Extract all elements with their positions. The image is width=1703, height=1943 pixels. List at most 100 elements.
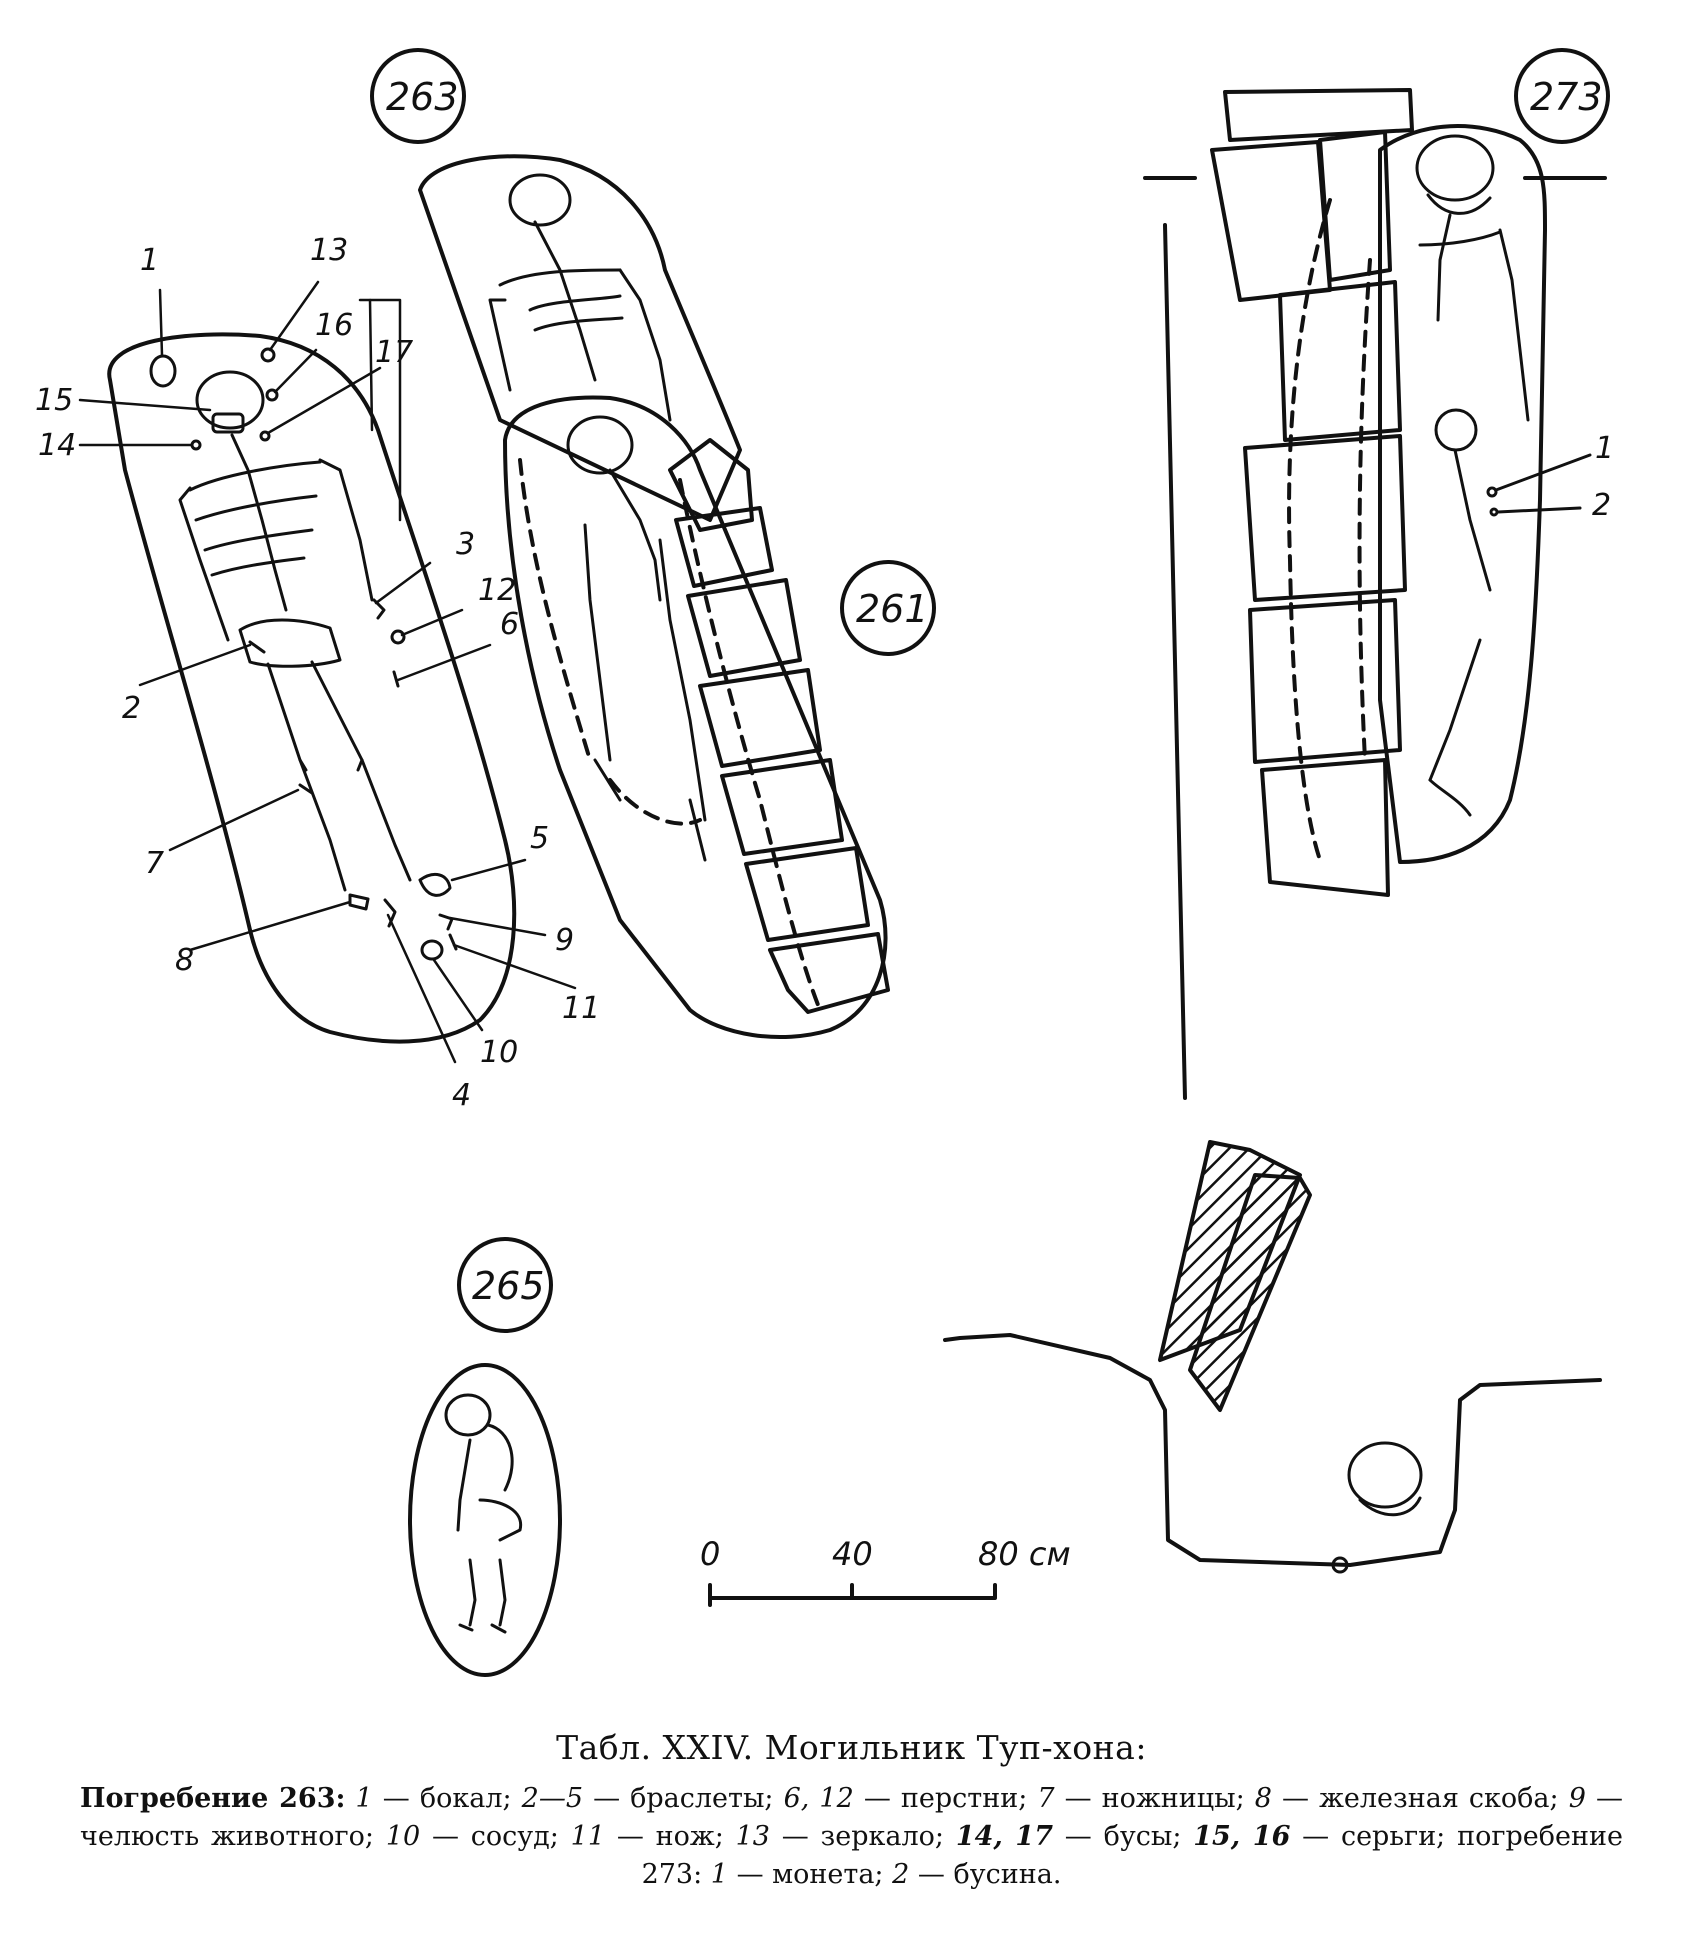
grave-265-number: 265 xyxy=(472,1264,545,1308)
find-1-goblet xyxy=(149,354,177,388)
grave-261-skeleton xyxy=(566,415,707,862)
caption-item: — сосуд; xyxy=(431,1821,559,1852)
label-263-16: 16 xyxy=(315,308,353,343)
label-263-8: 8 xyxy=(175,943,194,978)
find-17-beads xyxy=(259,430,271,442)
caption-item: — бусы; xyxy=(1064,1821,1182,1852)
caption-item: — бусина. xyxy=(917,1859,1062,1890)
grave-273-skeleton xyxy=(1415,134,1530,817)
caption-num: 11 xyxy=(570,1821,606,1852)
caption-item: — железная скоба; xyxy=(1282,1783,1559,1814)
grave-273-plan: 1 2 273 xyxy=(1143,48,1614,1100)
find-5-bracelet xyxy=(418,872,452,897)
grave-273-pit-outline xyxy=(1378,124,1547,864)
find-2-bracelet xyxy=(248,640,266,654)
caption-item: — монета; xyxy=(736,1859,884,1890)
grave-261-upper-pit xyxy=(418,154,742,522)
scale-tick-0: 0 xyxy=(700,1535,720,1573)
label-263-9: 9 xyxy=(555,923,574,958)
grave-273-section xyxy=(943,1140,1602,1574)
label-263-1: 1 xyxy=(140,243,159,278)
grave-265-skeleton xyxy=(444,1393,523,1634)
grave-261-number-circle xyxy=(840,560,936,656)
caption-num: 7 xyxy=(1037,1783,1055,1814)
section-vertical-line xyxy=(1163,223,1187,1100)
grave-263-labels: 1 2 3 4 5 6 7 8 9 10 11 12 13 14 15 16 1… xyxy=(35,75,600,1113)
section-find xyxy=(1331,1556,1349,1574)
caption-num: 10 xyxy=(385,1821,421,1852)
caption-num: 6, 12 xyxy=(783,1783,854,1814)
grave-273-dashed-outline xyxy=(1287,198,1372,862)
find-10-vessel xyxy=(420,939,444,961)
find-8-iron-bracket xyxy=(348,893,370,911)
find-7-scissors xyxy=(298,783,314,795)
label-263-6: 6 xyxy=(500,607,519,642)
caption-item: — перстни; xyxy=(863,1783,1028,1814)
caption-item: — серьги; xyxy=(1302,1821,1446,1852)
grave-261-plan: 261 xyxy=(503,395,936,1040)
scale-tick-40: 40 xyxy=(832,1535,873,1573)
grave-263-pit-outline xyxy=(107,332,517,1044)
label-263-14: 14 xyxy=(38,428,76,463)
caption-body: Погребение 263: 1 — бокал; 2—5 — браслет… xyxy=(80,1780,1623,1894)
find-11-knife xyxy=(448,933,458,951)
grave-261-dashed-outline xyxy=(518,458,822,1012)
caption-item: — ножницы; xyxy=(1064,1783,1245,1814)
label-263-12: 12 xyxy=(478,573,516,608)
find-273-1-coin xyxy=(1486,486,1498,498)
caption-burial-273-head: погребение 273: xyxy=(641,1821,1623,1890)
grave-263-leaders xyxy=(78,280,577,1064)
grave-261-number: 261 xyxy=(856,587,929,631)
grave-261-stone-row xyxy=(668,438,890,1014)
caption-item: — челюсть животного; xyxy=(80,1783,1623,1852)
grave-261-upper-outline xyxy=(418,154,742,522)
find-6-ring xyxy=(392,670,400,688)
scale-tick-80: 80 см xyxy=(978,1535,1071,1573)
section-skull xyxy=(1347,1441,1423,1509)
grave-265-number-circle xyxy=(457,1237,553,1333)
caption-num: 1 xyxy=(710,1859,728,1890)
section-stone-slab-right xyxy=(1188,1173,1312,1412)
caption-item: — зеркало; xyxy=(781,1821,945,1852)
section-ground-line xyxy=(943,1333,1602,1567)
label-263-4: 4 xyxy=(452,1078,471,1113)
section-jaw xyxy=(1358,1496,1422,1517)
grave-273-number-circle xyxy=(1514,48,1610,144)
label-263-15: 15 xyxy=(35,383,73,418)
grave-263-number: 263 xyxy=(386,75,459,119)
label-263-5: 5 xyxy=(530,821,549,856)
label-263-3: 3 xyxy=(456,527,475,562)
find-13-mirror xyxy=(260,347,276,363)
grave-273-finds xyxy=(1486,453,1592,517)
grave-273-stone-row xyxy=(1210,88,1414,897)
caption-num: 2 xyxy=(892,1859,910,1890)
label-263-2: 2 xyxy=(122,691,141,726)
caption-item: — браслеты; xyxy=(593,1783,774,1814)
caption-title: Табл. XXIV. Могильник Туп-хона: xyxy=(556,1728,1147,1767)
caption-num: 2—5 xyxy=(521,1783,583,1814)
grave-263-skeleton xyxy=(178,370,412,892)
caption-burial-263-head: Погребение 263: xyxy=(80,1783,346,1814)
caption-num: 9 xyxy=(1568,1783,1586,1814)
find-12-ring xyxy=(390,629,406,645)
label-263-10: 10 xyxy=(480,1035,518,1070)
caption-item: — бокал; xyxy=(382,1783,512,1814)
label-263-17: 17 xyxy=(375,335,413,370)
label-273-1: 1 xyxy=(1595,431,1614,466)
grave-265-pit-outline xyxy=(408,1363,562,1677)
label-273-2: 2 xyxy=(1592,488,1611,523)
grave-263-finds xyxy=(149,347,458,961)
archaeological-plate: 1 2 3 4 5 6 7 8 9 10 11 12 13 14 15 16 1… xyxy=(35,48,1614,1677)
grave-265-plan: 265 xyxy=(408,1237,562,1677)
caption-num: 14, 17 xyxy=(955,1821,1053,1852)
label-263-11: 11 xyxy=(562,991,600,1026)
caption-num: 15, 16 xyxy=(1193,1821,1291,1852)
grave-273-number: 273 xyxy=(1530,75,1603,119)
find-273-2-bead xyxy=(1489,507,1499,517)
caption-item: — нож; xyxy=(616,1821,724,1852)
caption-num: 8 xyxy=(1254,1783,1272,1814)
grave-261-upper-skeleton xyxy=(488,173,672,422)
label-263-7: 7 xyxy=(145,846,164,881)
grave-263-number-circle xyxy=(370,48,466,144)
grave-263-plan: 1 2 3 4 5 6 7 8 9 10 11 12 13 14 15 16 1… xyxy=(35,48,600,1113)
